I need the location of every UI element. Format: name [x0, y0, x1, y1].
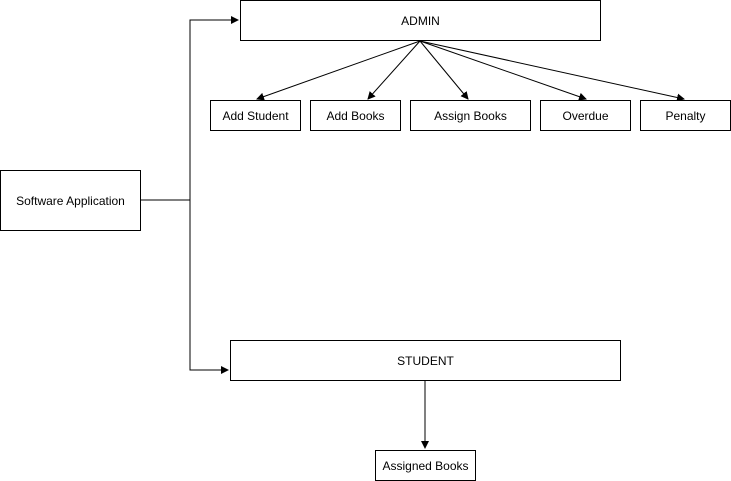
edge-root-to-student: [189, 200, 229, 374]
add-student-node: Add Student: [210, 100, 301, 131]
penalty-node: Penalty: [640, 100, 731, 131]
edge-admin-to-overdue: [419, 40, 587, 101]
assign-books-node: Assign Books: [410, 100, 531, 131]
edge-admin-to-add-student: [256, 40, 421, 101]
edge-admin-to-assign-books: [419, 40, 469, 100]
add-books-node: Add Books: [310, 100, 401, 131]
overdue-node: Overdue: [540, 100, 631, 131]
assigned-books-node: Assigned Books: [375, 450, 476, 481]
software-application-node: Software Application: [0, 170, 141, 231]
edge-root-to-admin: [140, 16, 239, 201]
admin-node: ADMIN: [240, 0, 601, 41]
edge-admin-to-penalty: [419, 40, 685, 102]
student-node: STUDENT: [230, 340, 621, 381]
edge-admin-to-add-books: [367, 40, 421, 100]
